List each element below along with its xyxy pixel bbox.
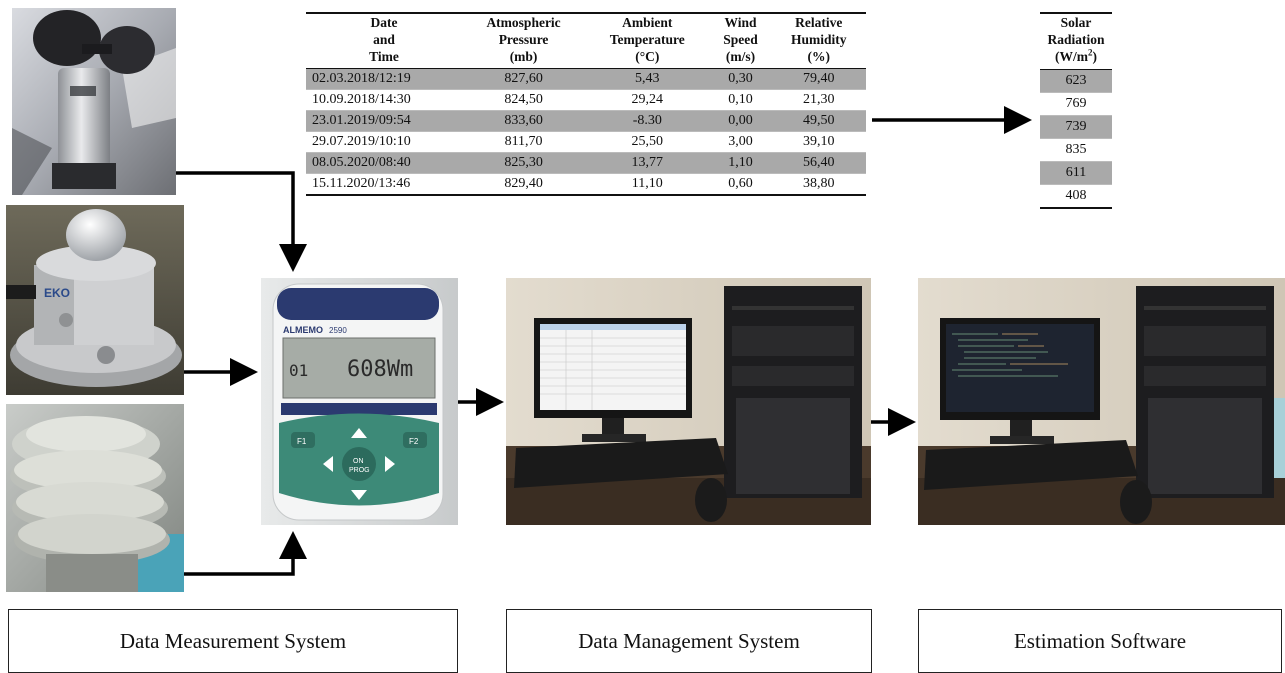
- table-cell: 25,50: [631, 134, 664, 149]
- table-row: 10.09.2018/14:30 824,50 29,24 0,10 21,30: [306, 90, 866, 111]
- data-logger-photo: ALMEMO 2590 01 608Wm F1 F2 ON PROG: [261, 278, 458, 525]
- radiation-shield-photo: [6, 404, 184, 592]
- table-cell: 3,00: [728, 134, 753, 149]
- estimation-software-computer-photo: [918, 278, 1285, 525]
- device-display-readout: 608Wm: [347, 357, 413, 382]
- table-cell: 29,24: [631, 92, 664, 107]
- table-cell: 825,30: [462, 152, 586, 174]
- table-cell: 835: [1065, 142, 1087, 157]
- table-row: 29.07.2019/10:10 811,70 25,50 3,00 39,10: [306, 132, 866, 153]
- table-cell: 49,50: [771, 110, 866, 132]
- estimation-software-text: Estimation Software: [1013, 628, 1187, 653]
- table-row: 623: [1040, 69, 1112, 93]
- table-cell: 39,10: [803, 134, 835, 149]
- anemometer-to-logger-arrow: [176, 171, 307, 272]
- device-model: 2590: [329, 326, 347, 335]
- table-cell: 408: [1065, 188, 1087, 203]
- table-cell: 0,60: [728, 176, 753, 191]
- table-cell: 38,80: [803, 176, 835, 191]
- sensor-brand-text: EKO: [44, 286, 70, 300]
- table-cell: 769: [1065, 96, 1087, 111]
- table-cell: 0,10: [728, 92, 753, 107]
- table-row: 15.11.2020/13:46 829,40 11,10 0,60 38,80: [306, 174, 866, 195]
- table-cell: 23.01.2019/09:54: [306, 110, 462, 132]
- management-system-label: Data Management System: [506, 609, 872, 673]
- table-row: 835: [1040, 139, 1112, 162]
- pyranometer-photo: EKO: [6, 205, 184, 395]
- table-cell: 623: [1040, 69, 1112, 93]
- table-cell: -8.30: [585, 110, 710, 132]
- table-cell: 739: [1040, 115, 1112, 139]
- table-cell: 11,10: [631, 176, 663, 191]
- center-key-line1: ON: [353, 458, 364, 465]
- estimation-software-label: Estimation Software: [918, 609, 1282, 673]
- table-cell: 0,00: [709, 110, 772, 132]
- table-cell: 811,70: [504, 134, 543, 149]
- table-row: 769: [1040, 93, 1112, 116]
- table-cell: 29.07.2019/10:10: [312, 134, 411, 149]
- table-cell: 611: [1040, 161, 1112, 185]
- table-cell: 79,40: [771, 68, 866, 90]
- table-cell: 56,40: [771, 152, 866, 174]
- table-cell: 824,50: [504, 92, 543, 107]
- f1-key-label: F1: [297, 437, 307, 446]
- table-cell: 833,60: [462, 110, 586, 132]
- table-cell: 13,77: [585, 152, 710, 174]
- shield-to-logger-arrow: [184, 531, 307, 576]
- table-cell: 21,30: [803, 92, 835, 107]
- table-cell: 829,40: [504, 176, 543, 191]
- measurement-system-text: Data Measurement System: [119, 628, 347, 653]
- table-row: 408: [1040, 185, 1112, 208]
- table-row: 611: [1040, 161, 1112, 185]
- device-display-prefix: 01: [289, 361, 308, 380]
- table-row: 739: [1040, 115, 1112, 139]
- table-cell: 1,10: [709, 152, 772, 174]
- table-cell: 827,60: [462, 68, 586, 90]
- table-cell: 15.11.2020/13:46: [312, 176, 411, 191]
- f2-key-label: F2: [409, 437, 419, 446]
- device-brand: ALMEMO: [283, 325, 323, 335]
- management-system-text: Data Management System: [578, 628, 800, 653]
- center-key-line2: PROG: [349, 467, 370, 474]
- table-cell: 0,30: [709, 68, 772, 90]
- anemometer-photo: [12, 8, 176, 195]
- table-cell: 02.03.2018/12:19: [306, 68, 462, 90]
- table-cell: 5,43: [585, 68, 710, 90]
- data-management-computer-photo: [506, 278, 871, 525]
- table-cell: 08.05.2020/08:40: [306, 152, 462, 174]
- table-cell: 10.09.2018/14:30: [312, 92, 411, 107]
- measurement-system-label: Data Measurement System: [8, 609, 458, 673]
